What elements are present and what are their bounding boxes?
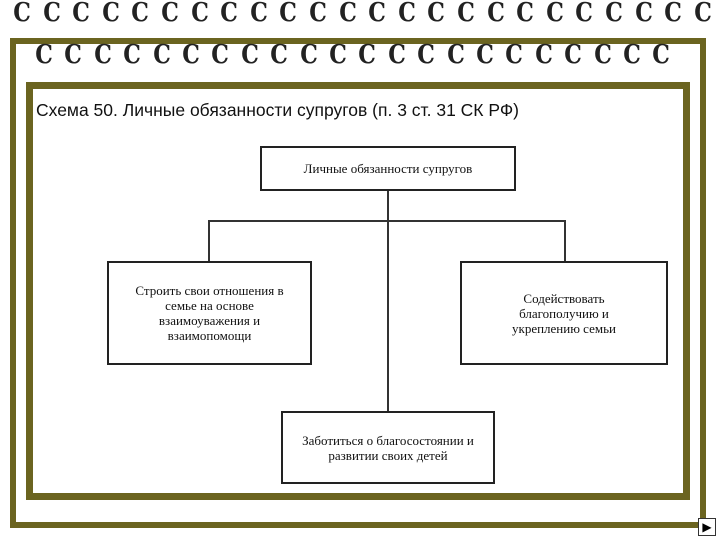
binder-ring-icon: C	[102, 2, 116, 24]
binder-ring-icon: C	[417, 44, 431, 66]
binder-ring-icon: C	[516, 2, 530, 24]
right-node: Содействовать благополучию и укреплению …	[460, 261, 668, 365]
binder-ring-icon: C	[506, 44, 520, 66]
binder-ring-icon: C	[300, 44, 314, 66]
next-slide-icon[interactable]: ▶	[698, 518, 716, 536]
bottom-node: Заботиться о благосостоянии и развитии с…	[281, 411, 495, 484]
binder-ring-icon: C	[339, 2, 353, 24]
binder-ring-icon: C	[546, 2, 560, 24]
binder-ring-icon: C	[161, 2, 175, 24]
binder-ring-icon: C	[132, 2, 146, 24]
binder-ring-icon: C	[43, 2, 57, 24]
binder-ring-icon: C	[250, 2, 264, 24]
binder-ring-icon: C	[309, 2, 323, 24]
binder-ring-icon: C	[191, 2, 205, 24]
root-stem-line	[387, 190, 389, 412]
binder-ring-icon: C	[388, 44, 402, 66]
binder-ring-icon: C	[94, 44, 108, 66]
binder-ring-icon: C	[535, 44, 549, 66]
binder-ring-icon: C	[664, 2, 678, 24]
binder-ring-icon: C	[368, 2, 382, 24]
right-node-label: Содействовать благополучию и укреплению …	[502, 291, 626, 336]
binder-ring-icon: C	[13, 2, 27, 24]
binder-ring-icon: C	[72, 2, 86, 24]
binder-ring-icon: C	[220, 2, 234, 24]
left-node: Строить свои отношения в семье на основе…	[107, 261, 312, 365]
left-branch-line	[208, 220, 210, 262]
binder-ring-icon: C	[447, 44, 461, 66]
binder-ring-icon: C	[623, 44, 637, 66]
binder-ring-icon: C	[280, 2, 294, 24]
right-branch-line	[564, 220, 566, 262]
binder-ring-icon: C	[605, 2, 619, 24]
binder-ring-icon: C	[270, 44, 284, 66]
binder-ring-icon: C	[65, 44, 79, 66]
binder-ring-icon: C	[653, 44, 667, 66]
binder-ring-icon: C	[428, 2, 442, 24]
binder-ring-icon: C	[457, 2, 471, 24]
root-node: Личные обязанности супругов	[260, 146, 516, 191]
slide-title: Схема 50. Личные обязанности супругов (п…	[36, 100, 676, 121]
binder-ring-icon: C	[398, 2, 412, 24]
binder-ring-icon: C	[153, 44, 167, 66]
binder-ring-icon: C	[594, 44, 608, 66]
binder-ring-icon: C	[241, 44, 255, 66]
binder-ring-icon: C	[182, 44, 196, 66]
left-node-label: Строить свои отношения в семье на основе…	[127, 283, 292, 343]
binder-ring-icon: C	[576, 2, 590, 24]
binder-ring-icon: C	[212, 44, 226, 66]
binder-ring-icon: C	[359, 44, 373, 66]
binder-ring-icon: C	[694, 2, 708, 24]
bottom-node-label: Заботиться о благосостоянии и развитии с…	[301, 433, 475, 463]
binder-ring-icon: C	[329, 44, 343, 66]
binder-ring-icon: C	[635, 2, 649, 24]
binder-ring-icon: C	[564, 44, 578, 66]
root-node-label: Личные обязанности супругов	[304, 161, 473, 176]
binder-ring-icon: C	[123, 44, 137, 66]
branch-horizontal-line	[208, 220, 566, 222]
binder-ring-icon: C	[476, 44, 490, 66]
binder-ring-icon: C	[487, 2, 501, 24]
binder-ring-icon: C	[35, 44, 49, 66]
